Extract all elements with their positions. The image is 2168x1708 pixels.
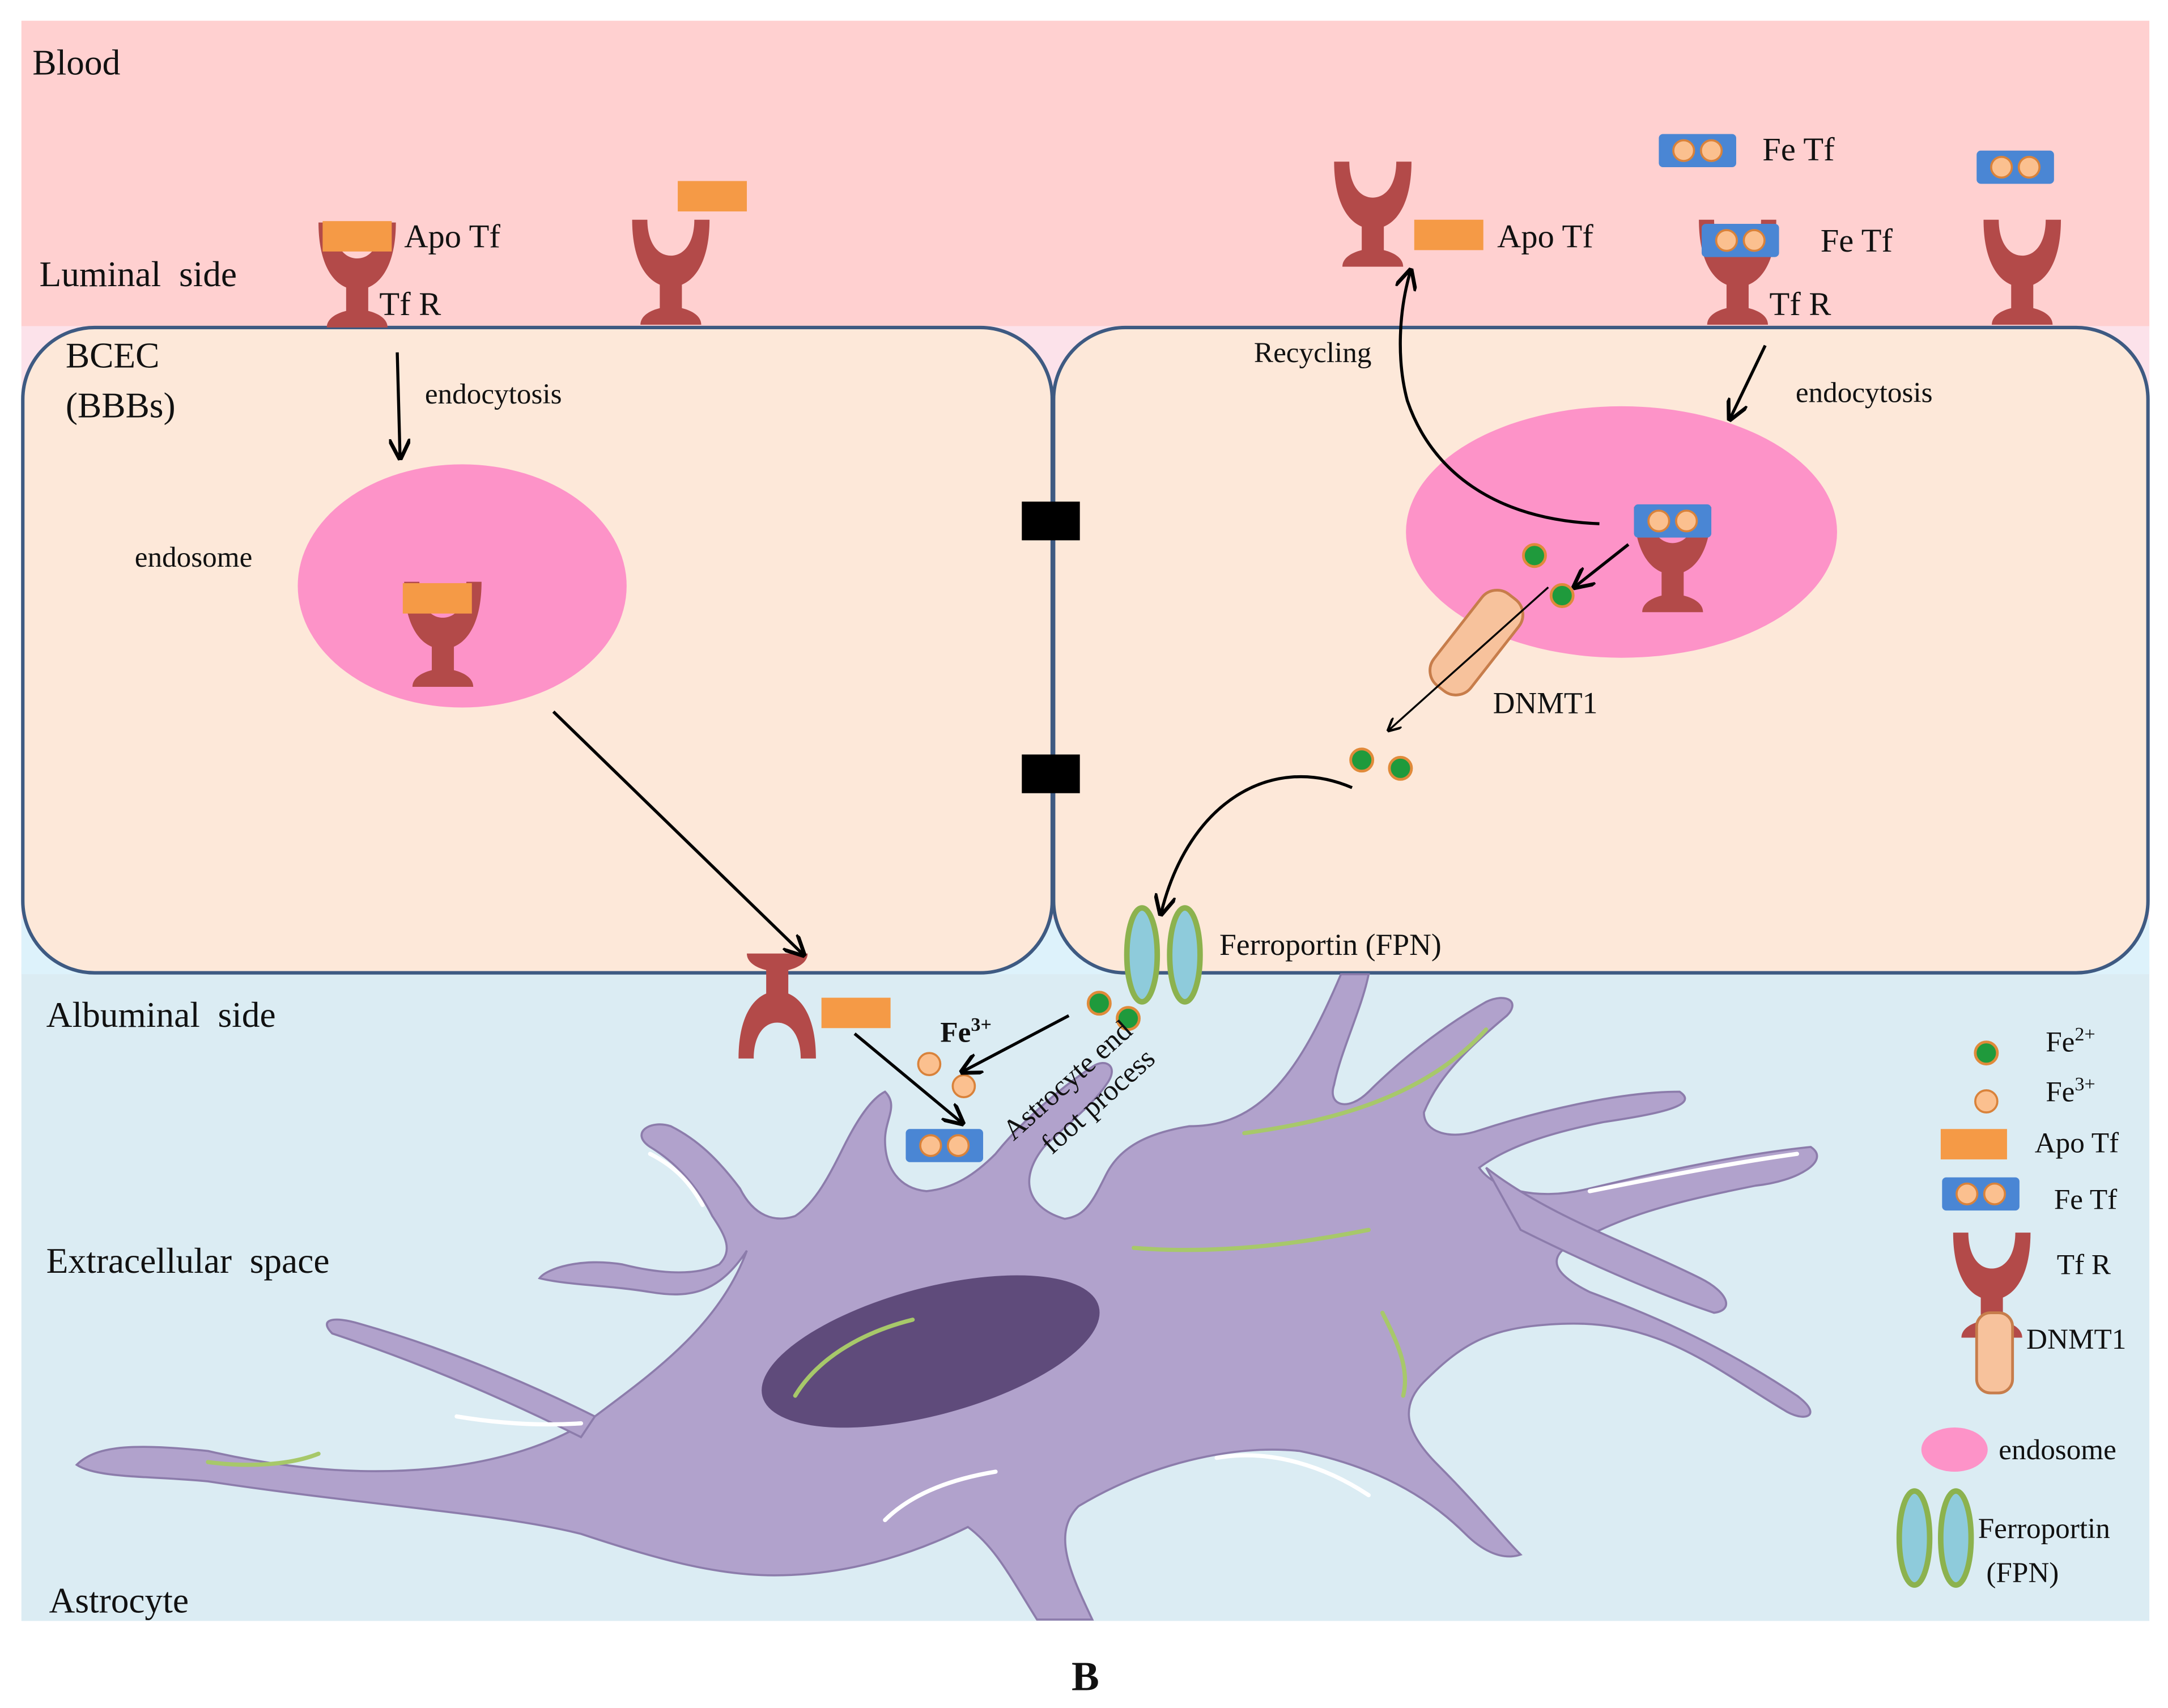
iron-to-ferroportin-arrow [1162,775,1353,912]
legend-ferroportin-icon [1941,1491,1971,1585]
fe3-ion [951,1074,976,1099]
nucleus-highlight [793,1318,915,1398]
tf-r-label-left: Tf R [379,286,441,322]
legend-apo-tf-icon [1940,1129,2007,1159]
legend-fe2-label: Fe2+ [2046,1024,2095,1059]
recycling-arrow [1400,272,1600,525]
albuminal-side-label: Albuminal side [46,995,276,1035]
endosome-right [1406,406,1837,658]
fe-tf-label: Fe Tf [1821,222,1893,259]
fe-tf-icon [1633,503,1712,539]
legend-endosome-icon [1921,1427,1988,1472]
fe3-ion [917,1052,942,1076]
dnmt1-transport-arrow [1389,587,1549,729]
endocytosis-label-left: endocytosis [425,378,562,410]
legend-dnmt1-label: DNMT1 [2026,1323,2126,1356]
fe-release-arrow [1576,543,1630,586]
legend-endosome-label: endosome [1999,1434,2116,1466]
fe3-label: Fe3+ [940,1014,992,1049]
dnmt1-label: DNMT1 [1493,686,1598,720]
fe2-ion [1549,583,1575,608]
apo-tf-icon [1414,219,1483,250]
ferroportin-label: Ferroportin (FPN) [1219,928,1442,962]
endocytosis-arrow-right [1731,345,1767,418]
fe2-ion [1086,991,1112,1016]
apo-tf-icon [322,221,392,252]
fe2-ion [1349,747,1375,773]
apo-tf-icon [821,997,891,1029]
astrocyte-highlights [206,1027,1799,1523]
fe2-ion [1388,755,1413,781]
tight-junction-bottom [1022,754,1080,793]
legend-ferroportin-icon [1899,1491,1930,1585]
fe-tf-icon [1657,133,1737,168]
panel-label: B [1072,1653,1099,1699]
legend-dnmt1-icon [1975,1311,2014,1395]
dnmt1-icon [1429,589,1524,696]
fe-tf-icon [1701,223,1780,258]
legend-ferroportin-label-line2: (FPN) [1986,1557,2059,1589]
astrocyte-label: Astrocyte [49,1581,189,1621]
fpn-to-fe3-arrow [964,1014,1070,1071]
fe2-ion [1116,1006,1141,1031]
extracellular-space-label: Extracellular space [46,1241,330,1281]
fe2-ion-group [1086,543,1575,1031]
legend-fe3-label: Fe3+ [2046,1074,2095,1108]
endosome-label: endosome [135,541,253,573]
ferroportin-icon [1170,908,1200,1002]
blood-label: Blood [32,43,120,83]
legend: Fe2+ Fe3+ Apo Tf Fe Tf Tf R DNMT1 endoso… [1899,1024,2126,1589]
legend-tf-r-label: Tf R [2057,1248,2111,1281]
legend-ferroportin-label: Ferroportin [1978,1512,2110,1545]
luminal-side-label: Luminal side [39,254,237,294]
fe-tf-icon [904,1128,984,1163]
fe-tf-label-top: Fe Tf [1762,131,1835,168]
bbbs-label: (BBBs) [66,385,176,425]
arrow-group [397,272,1767,1122]
endosome-to-albuminal-arrow [552,710,802,954]
bcec-label: BCEC [66,336,160,376]
tight-junction-top [1022,502,1080,541]
apo-tf-label-right: Apo Tf [1497,218,1593,254]
fe-tf-icon [1975,149,2055,185]
endocytosis-arrow-left [397,352,400,456]
apo-tf-icon [402,583,472,614]
legend-fe-tf-icon [1941,1176,2021,1212]
endocytosis-label-right: endocytosis [1796,377,1933,409]
tf-r-label-right: Tf R [1770,286,1831,322]
legend-apo-tf-label: Apo Tf [2035,1127,2119,1159]
legend-fe3-icon [1974,1089,1999,1114]
legend-fe-tf-label: Fe Tf [2054,1184,2118,1216]
astrocyte-nucleus [762,1275,1100,1428]
fe2-ion [1522,543,1547,568]
apo-tf-icon [678,181,747,212]
apo-tf-label-left: Apo Tf [404,218,500,254]
recycling-label: Recycling [1254,337,1372,369]
apo-to-fe-tf-arrow [853,1032,961,1122]
ferroportin-icon [1127,908,1158,1002]
legend-fe2-icon [1974,1040,1999,1066]
